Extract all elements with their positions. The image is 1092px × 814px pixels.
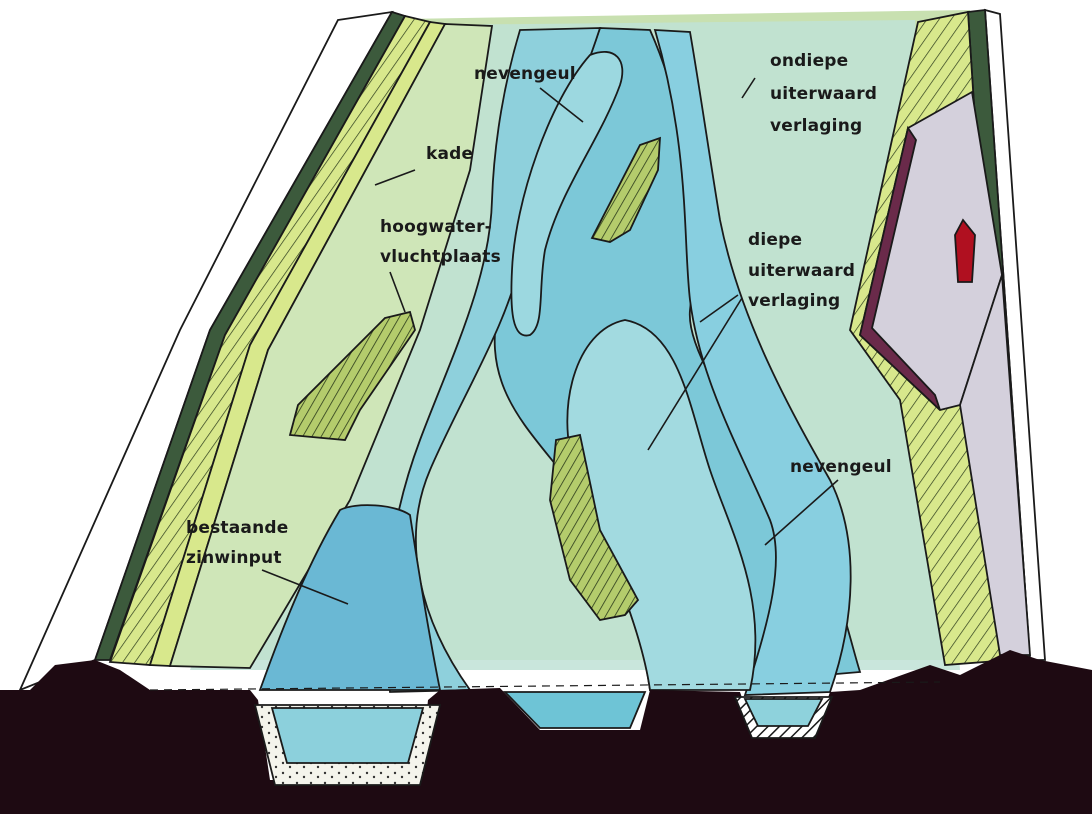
cross-section-soil (0, 650, 1092, 814)
label-diepe-line1: diepe (748, 230, 802, 250)
label-nevengeul-top: nevengeul (474, 64, 576, 84)
label-nevengeul-right: nevengeul (790, 457, 892, 477)
label-hoogwater-line2: vluchtplaats (380, 247, 501, 267)
label-ondiepe-line1: ondiepe (770, 51, 848, 71)
right-section-water (745, 699, 822, 726)
label-diepe-line3: verlaging (748, 291, 840, 311)
label-ondiepe-line3: verlaging (770, 116, 862, 136)
label-kade: kade (426, 144, 473, 164)
label-diepe-line2: uiterwaard (748, 261, 855, 281)
label-hoogwater-line1: hoogwater- (380, 217, 492, 237)
label-bestaande-line1: bestaande (186, 518, 289, 538)
label-ondiepe-line2: uiterwaard (770, 84, 877, 104)
label-bestaande-line2: zinwinput (186, 548, 282, 568)
pit-section-water (272, 708, 423, 763)
